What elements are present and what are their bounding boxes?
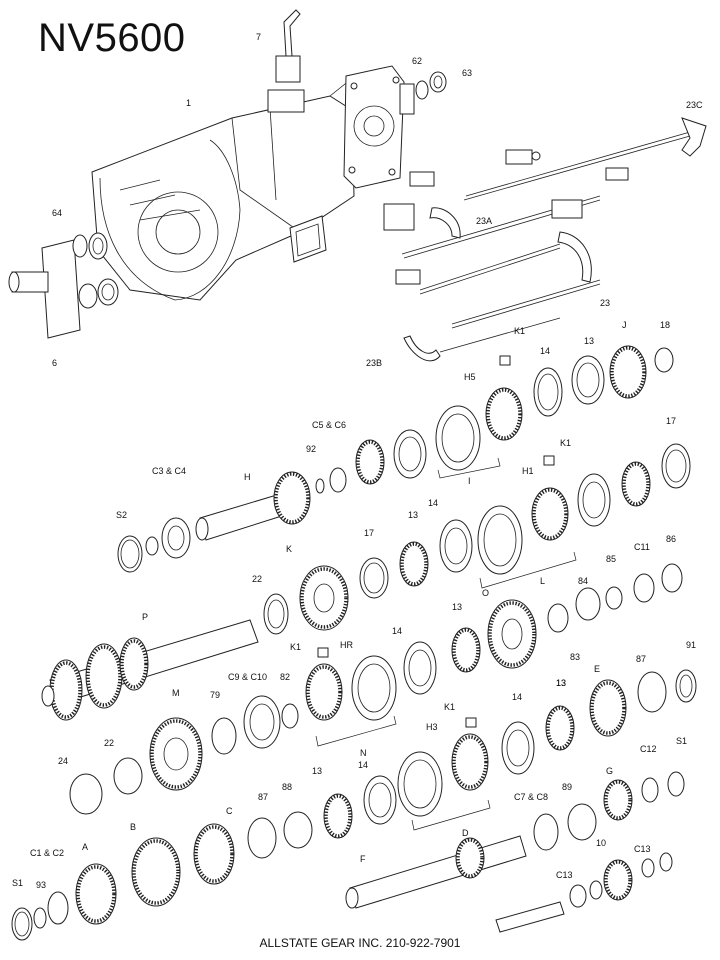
rear-cover-plate-drawing <box>343 65 415 189</box>
label-14-a: 14 <box>540 346 550 356</box>
label-91: 91 <box>686 640 696 650</box>
label-13-b: 13 <box>408 510 418 520</box>
label-d: D <box>462 828 469 838</box>
label-84: 84 <box>578 576 588 586</box>
label-c3-c4: C3 & C4 <box>152 466 186 476</box>
label-7: 7 <box>256 32 261 42</box>
label-63: 63 <box>462 68 472 78</box>
label-s1-a: S1 <box>676 736 687 746</box>
bearing-retainer-drawing <box>8 232 119 339</box>
label-c12: C12 <box>640 744 657 754</box>
label-c11: C11 <box>634 542 650 552</box>
label-23a: 23A <box>476 216 492 226</box>
label-c: C <box>226 806 233 816</box>
label-p: P <box>142 612 148 622</box>
label-h: H <box>244 472 251 482</box>
label-g: G <box>606 766 613 776</box>
label-22-b: 22 <box>104 738 114 748</box>
label-k1-c: K1 <box>290 642 301 652</box>
diagram-title: NV5600 <box>38 16 186 60</box>
label-c9-c10: C9 & C10 <box>228 672 267 682</box>
top-row-synchro-parts <box>315 345 674 494</box>
label-13-d: 13 <box>556 678 566 688</box>
countershaft-drawing <box>41 565 537 721</box>
label-o: O <box>482 588 489 598</box>
label-1: 1 <box>186 98 191 108</box>
label-f: F <box>360 854 366 864</box>
label-23b: 23B <box>366 358 382 368</box>
label-62: 62 <box>412 56 422 66</box>
label-87-a: 87 <box>636 654 646 664</box>
label-hr: HR <box>340 640 353 650</box>
label-93: 93 <box>36 880 46 890</box>
shift-forks-rails-drawing <box>383 117 707 362</box>
input-shaft-drawing <box>117 471 311 573</box>
label-14-b: 14 <box>428 498 438 508</box>
mainshaft-drawing <box>345 835 673 933</box>
label-j: J <box>622 320 627 330</box>
label-13-e: 13 <box>556 678 566 688</box>
label-23c: 23C <box>686 100 703 110</box>
label-b: B <box>130 822 136 832</box>
transmission-case-drawing <box>91 9 355 301</box>
label-14-d: 14 <box>512 692 522 702</box>
label-79: 79 <box>210 690 220 700</box>
label-k1-top: K1 <box>514 326 525 336</box>
label-e: E <box>594 664 600 674</box>
label-10: 10 <box>596 838 606 848</box>
label-87-b: 87 <box>258 792 268 802</box>
part-label-layer: 7 1 62 63 23C 64 23A 23 6 23B K1 18 J 13… <box>12 32 703 890</box>
label-13-f: 13 <box>312 766 322 776</box>
label-18: 18 <box>660 320 670 330</box>
label-14-c: 14 <box>392 626 402 636</box>
label-k: K <box>286 544 292 554</box>
fourth-row-gears <box>11 717 685 941</box>
label-22-a: 22 <box>252 574 262 584</box>
label-i: I <box>468 476 471 486</box>
label-86: 86 <box>666 534 676 544</box>
label-17-a: 17 <box>666 416 676 426</box>
label-h3: H3 <box>426 722 438 732</box>
label-89: 89 <box>562 782 572 792</box>
company-footer: ALLSTATE GEAR INC. 210-922-7901 <box>259 936 461 950</box>
label-17-b: 17 <box>364 528 374 538</box>
label-c1-c2: C1 & C2 <box>30 848 64 858</box>
label-k1-b: K1 <box>560 438 571 448</box>
label-h1: H1 <box>522 466 534 476</box>
label-m: M <box>172 688 180 698</box>
label-24: 24 <box>58 756 68 766</box>
side-gasket-drawing <box>289 215 327 263</box>
label-a: A <box>82 842 88 852</box>
label-s2: S2 <box>116 510 127 520</box>
label-k1-d: K1 <box>444 702 455 712</box>
label-h5: H5 <box>464 372 476 382</box>
label-s1-b: S1 <box>12 878 23 888</box>
label-c13-b: C13 <box>556 870 573 880</box>
label-13-c: 13 <box>452 602 462 612</box>
second-row-synchro-parts <box>359 443 691 633</box>
label-14-e: 14 <box>358 760 368 770</box>
label-l: L <box>540 576 545 586</box>
label-82: 82 <box>280 672 290 682</box>
third-row-gears <box>69 647 697 815</box>
label-83: 83 <box>570 652 580 662</box>
label-c13-a: C13 <box>634 844 651 854</box>
label-n: N <box>360 748 367 758</box>
label-6: 6 <box>52 358 57 368</box>
label-13-a: 13 <box>584 336 594 346</box>
label-23: 23 <box>600 298 610 308</box>
label-92: 92 <box>306 444 316 454</box>
label-85: 85 <box>606 554 616 564</box>
label-64: 64 <box>52 208 62 218</box>
label-c7-c8: C7 & C8 <box>514 792 548 802</box>
label-c5-c6: C5 & C6 <box>312 420 346 430</box>
output-seal-drawing <box>415 71 447 100</box>
label-88: 88 <box>282 782 292 792</box>
